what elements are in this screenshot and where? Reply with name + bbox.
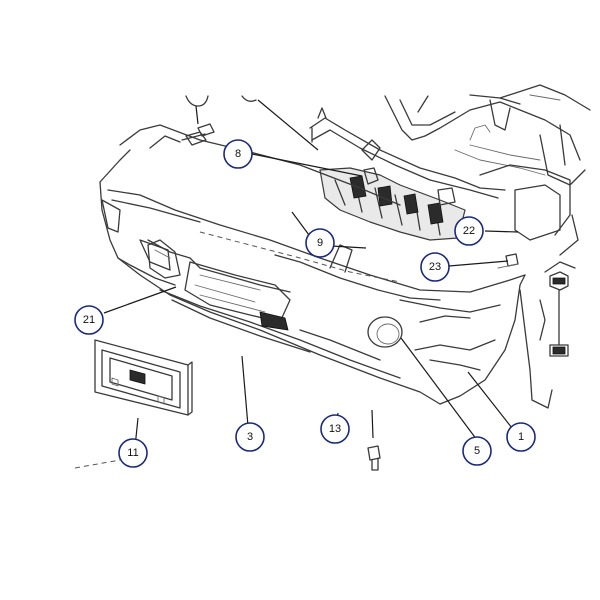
bumper-fascia — [99, 124, 526, 405]
callout-5-label: 5 — [474, 445, 480, 457]
clip-nut — [497, 253, 519, 269]
callout-23: 23 — [420, 252, 450, 282]
callout-3: 3 — [235, 422, 265, 452]
callout-22-label: 22 — [463, 225, 475, 237]
callout-8: 8 — [223, 139, 253, 169]
leader-lines — [103, 153, 519, 448]
callout-9-label: 9 — [317, 237, 323, 249]
callout-5: 5 — [462, 436, 492, 466]
license-plate-bracket — [94, 339, 193, 416]
frame-structure — [384, 84, 591, 256]
callout-13-label: 13 — [329, 423, 341, 435]
callout-11-label: 11 — [127, 447, 138, 459]
callout-1-label: 1 — [518, 431, 524, 443]
callout-21-label: 21 — [83, 314, 95, 326]
ground-line — [74, 459, 121, 469]
callout-21: 21 — [74, 305, 104, 335]
callout-1: 1 — [506, 422, 536, 452]
callout-23-label: 23 — [429, 261, 441, 273]
fog-lamp-opening — [367, 316, 403, 348]
screw — [367, 445, 381, 471]
callout-8-label: 8 — [235, 148, 241, 160]
side-bolt — [519, 261, 576, 409]
callout-9: 9 — [305, 228, 335, 258]
callout-11: 11 — [118, 438, 148, 468]
lower-grille — [147, 239, 181, 279]
callout-3-label: 3 — [247, 431, 253, 443]
callout-22: 22 — [454, 216, 484, 246]
callout-13: 13 — [320, 414, 350, 444]
clipped-callout-marks — [185, 95, 319, 151]
